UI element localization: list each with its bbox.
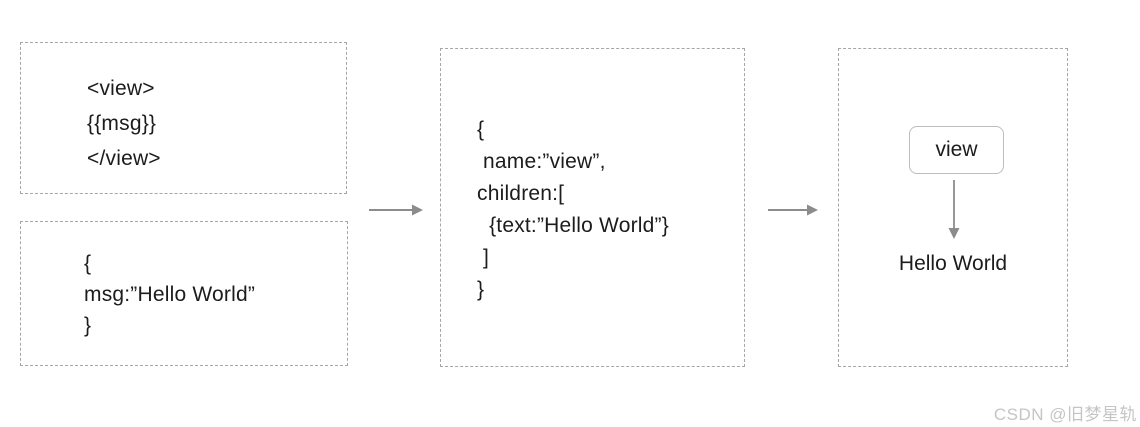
- watermark: CSDN @旧梦星轨: [993, 405, 1137, 424]
- rendered-text: Hello World: [898, 252, 1008, 275]
- vdom-line: {text:”Hello World”}: [477, 214, 669, 237]
- vdom-line: {: [477, 118, 485, 141]
- view-node-label: view: [935, 138, 978, 161]
- template-line: </view>: [87, 147, 161, 170]
- vdom-line: }: [477, 278, 485, 301]
- data-object-box: { msg:”Hello World” }: [20, 221, 348, 366]
- rendered-view-box: view Hello World: [838, 48, 1068, 367]
- arrow-down-icon: [948, 180, 960, 239]
- data-line: msg:”Hello World”: [84, 283, 256, 306]
- vdom-line: name:”view”,: [477, 150, 606, 173]
- data-line: }: [84, 314, 92, 337]
- template-line: <view>: [87, 77, 155, 100]
- vdom-line: children:[: [477, 182, 565, 205]
- arrow-right-icon: [369, 204, 423, 216]
- view-node-chip: view: [909, 126, 1004, 174]
- data-line: {: [84, 252, 92, 275]
- template-line: {{msg}}: [87, 112, 157, 135]
- vdom-line: ]: [477, 246, 490, 269]
- vdom-json-box: { name:”view”, children:[ {text:”Hello W…: [440, 48, 745, 367]
- template-source-box: <view> {{msg}} </view>: [20, 42, 347, 194]
- arrow-right-icon: [768, 204, 818, 216]
